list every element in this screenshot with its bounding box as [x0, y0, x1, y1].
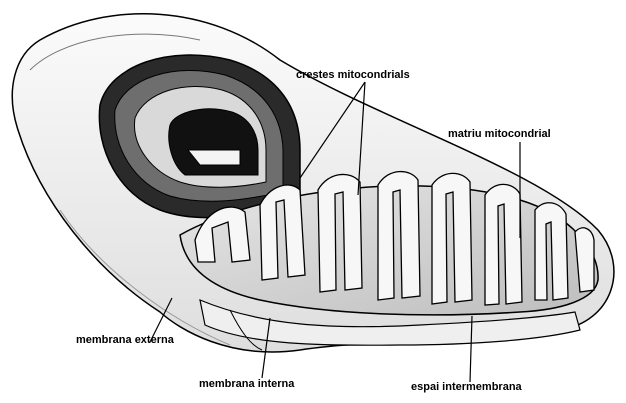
label-espai-intermembrana: espai intermembrana: [411, 381, 522, 393]
label-membrana-externa: membrana externa: [76, 334, 174, 346]
label-membrana-interna: membrana interna: [199, 378, 294, 390]
label-crestes-mitocondrials: crestes mitocondrials: [296, 69, 410, 81]
label-matriu-mitocondrial: matriu mitocondrial: [448, 128, 551, 140]
